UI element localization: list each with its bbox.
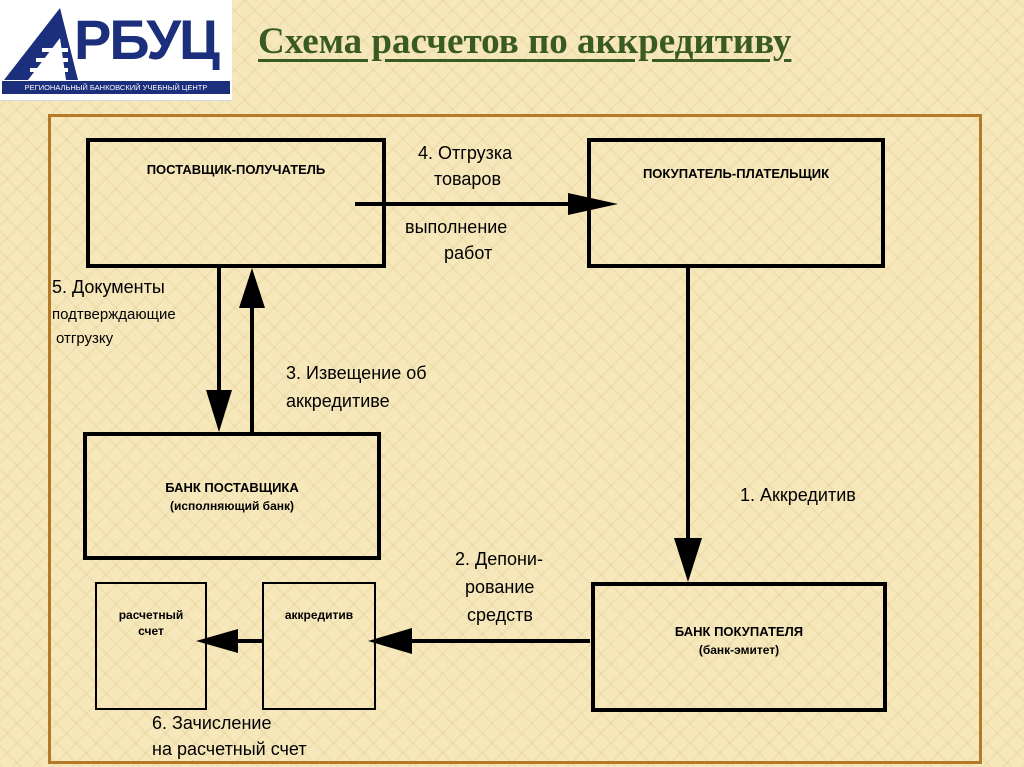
step4-label-line1: 4. Отгрузка xyxy=(418,143,513,163)
account-label-line2: счет xyxy=(138,624,164,638)
step4-label-line2: товаров xyxy=(434,169,502,189)
step2-label-line2: рование xyxy=(465,577,535,597)
supplier-bank-sublabel: (исполняющий банк) xyxy=(170,499,294,513)
arrow-deposit xyxy=(368,628,590,654)
logo-subtitle: РЕГИОНАЛЬНЫЙ БАНКОВСКИЙ УЧЕБНЫЙ ЦЕНТР xyxy=(2,81,230,94)
step6-label-line2: на расчетный счет xyxy=(152,739,307,759)
account-label-line1: расчетный xyxy=(118,608,184,622)
step4-label-line4: работ xyxy=(444,243,493,263)
buyer-label: ПОКУПАТЕЛЬ-ПЛАТЕЛЬЩИК xyxy=(642,166,830,181)
step6-label-line1: 6. Зачисление xyxy=(152,713,272,733)
arrow-crediting xyxy=(196,629,262,653)
settlement-account-box: расчетный счет xyxy=(95,582,207,710)
logo-text: РБУЦ xyxy=(74,8,220,71)
step5-label-line3: отгрузку xyxy=(56,330,114,347)
logo-triangle-icon xyxy=(4,8,78,80)
buyer-bank-label: БАНК ПОКУПАТЕЛЯ xyxy=(674,624,804,639)
accreditive-label: аккредитив xyxy=(284,608,354,622)
step2-label-line1: 2. Депони- xyxy=(455,549,543,569)
accreditive-box: аккредитив xyxy=(262,582,376,710)
arrow-accreditive xyxy=(674,266,702,582)
arrow-documents xyxy=(206,268,232,432)
arrow-shipment xyxy=(355,193,618,215)
buyer-bank-sublabel: (банк-эмитет) xyxy=(698,643,780,657)
arrow-notification xyxy=(239,268,265,436)
step2-label-line3: средств xyxy=(467,605,533,625)
buyer-bank-box: БАНК ПОКУПАТЕЛЯ (банк-эмитет) xyxy=(591,582,887,712)
step5-label-line2: подтверждающие xyxy=(52,306,176,323)
page-title: Схема расчетов по аккредитиву xyxy=(258,21,792,62)
step4-label-line3: выполнение xyxy=(405,217,508,237)
step5-label-line1: 5. Документы xyxy=(52,277,165,297)
supplier-bank-label: БАНК ПОСТАВЩИКА xyxy=(165,480,299,495)
supplier-box: ПОСТАВЩИК-ПОЛУЧАТЕЛЬ xyxy=(86,138,386,268)
diagram-frame xyxy=(48,114,982,764)
step3-label-line1: 3. Извещение об xyxy=(286,363,427,383)
supplier-label: ПОСТАВЩИК-ПОЛУЧАТЕЛЬ xyxy=(146,162,326,177)
step3-label-line2: аккредитиве xyxy=(286,391,390,411)
rbuc-logo: РБУЦ РЕГИОНАЛЬНЫЙ БАНКОВСКИЙ УЧЕБНЫЙ ЦЕН… xyxy=(0,0,232,101)
step1-label: 1. Аккредитив xyxy=(740,485,856,505)
buyer-box: ПОКУПАТЕЛЬ-ПЛАТЕЛЬЩИК xyxy=(587,138,885,268)
supplier-bank-box: БАНК ПОСТАВЩИКА (исполняющий банк) xyxy=(83,432,381,560)
